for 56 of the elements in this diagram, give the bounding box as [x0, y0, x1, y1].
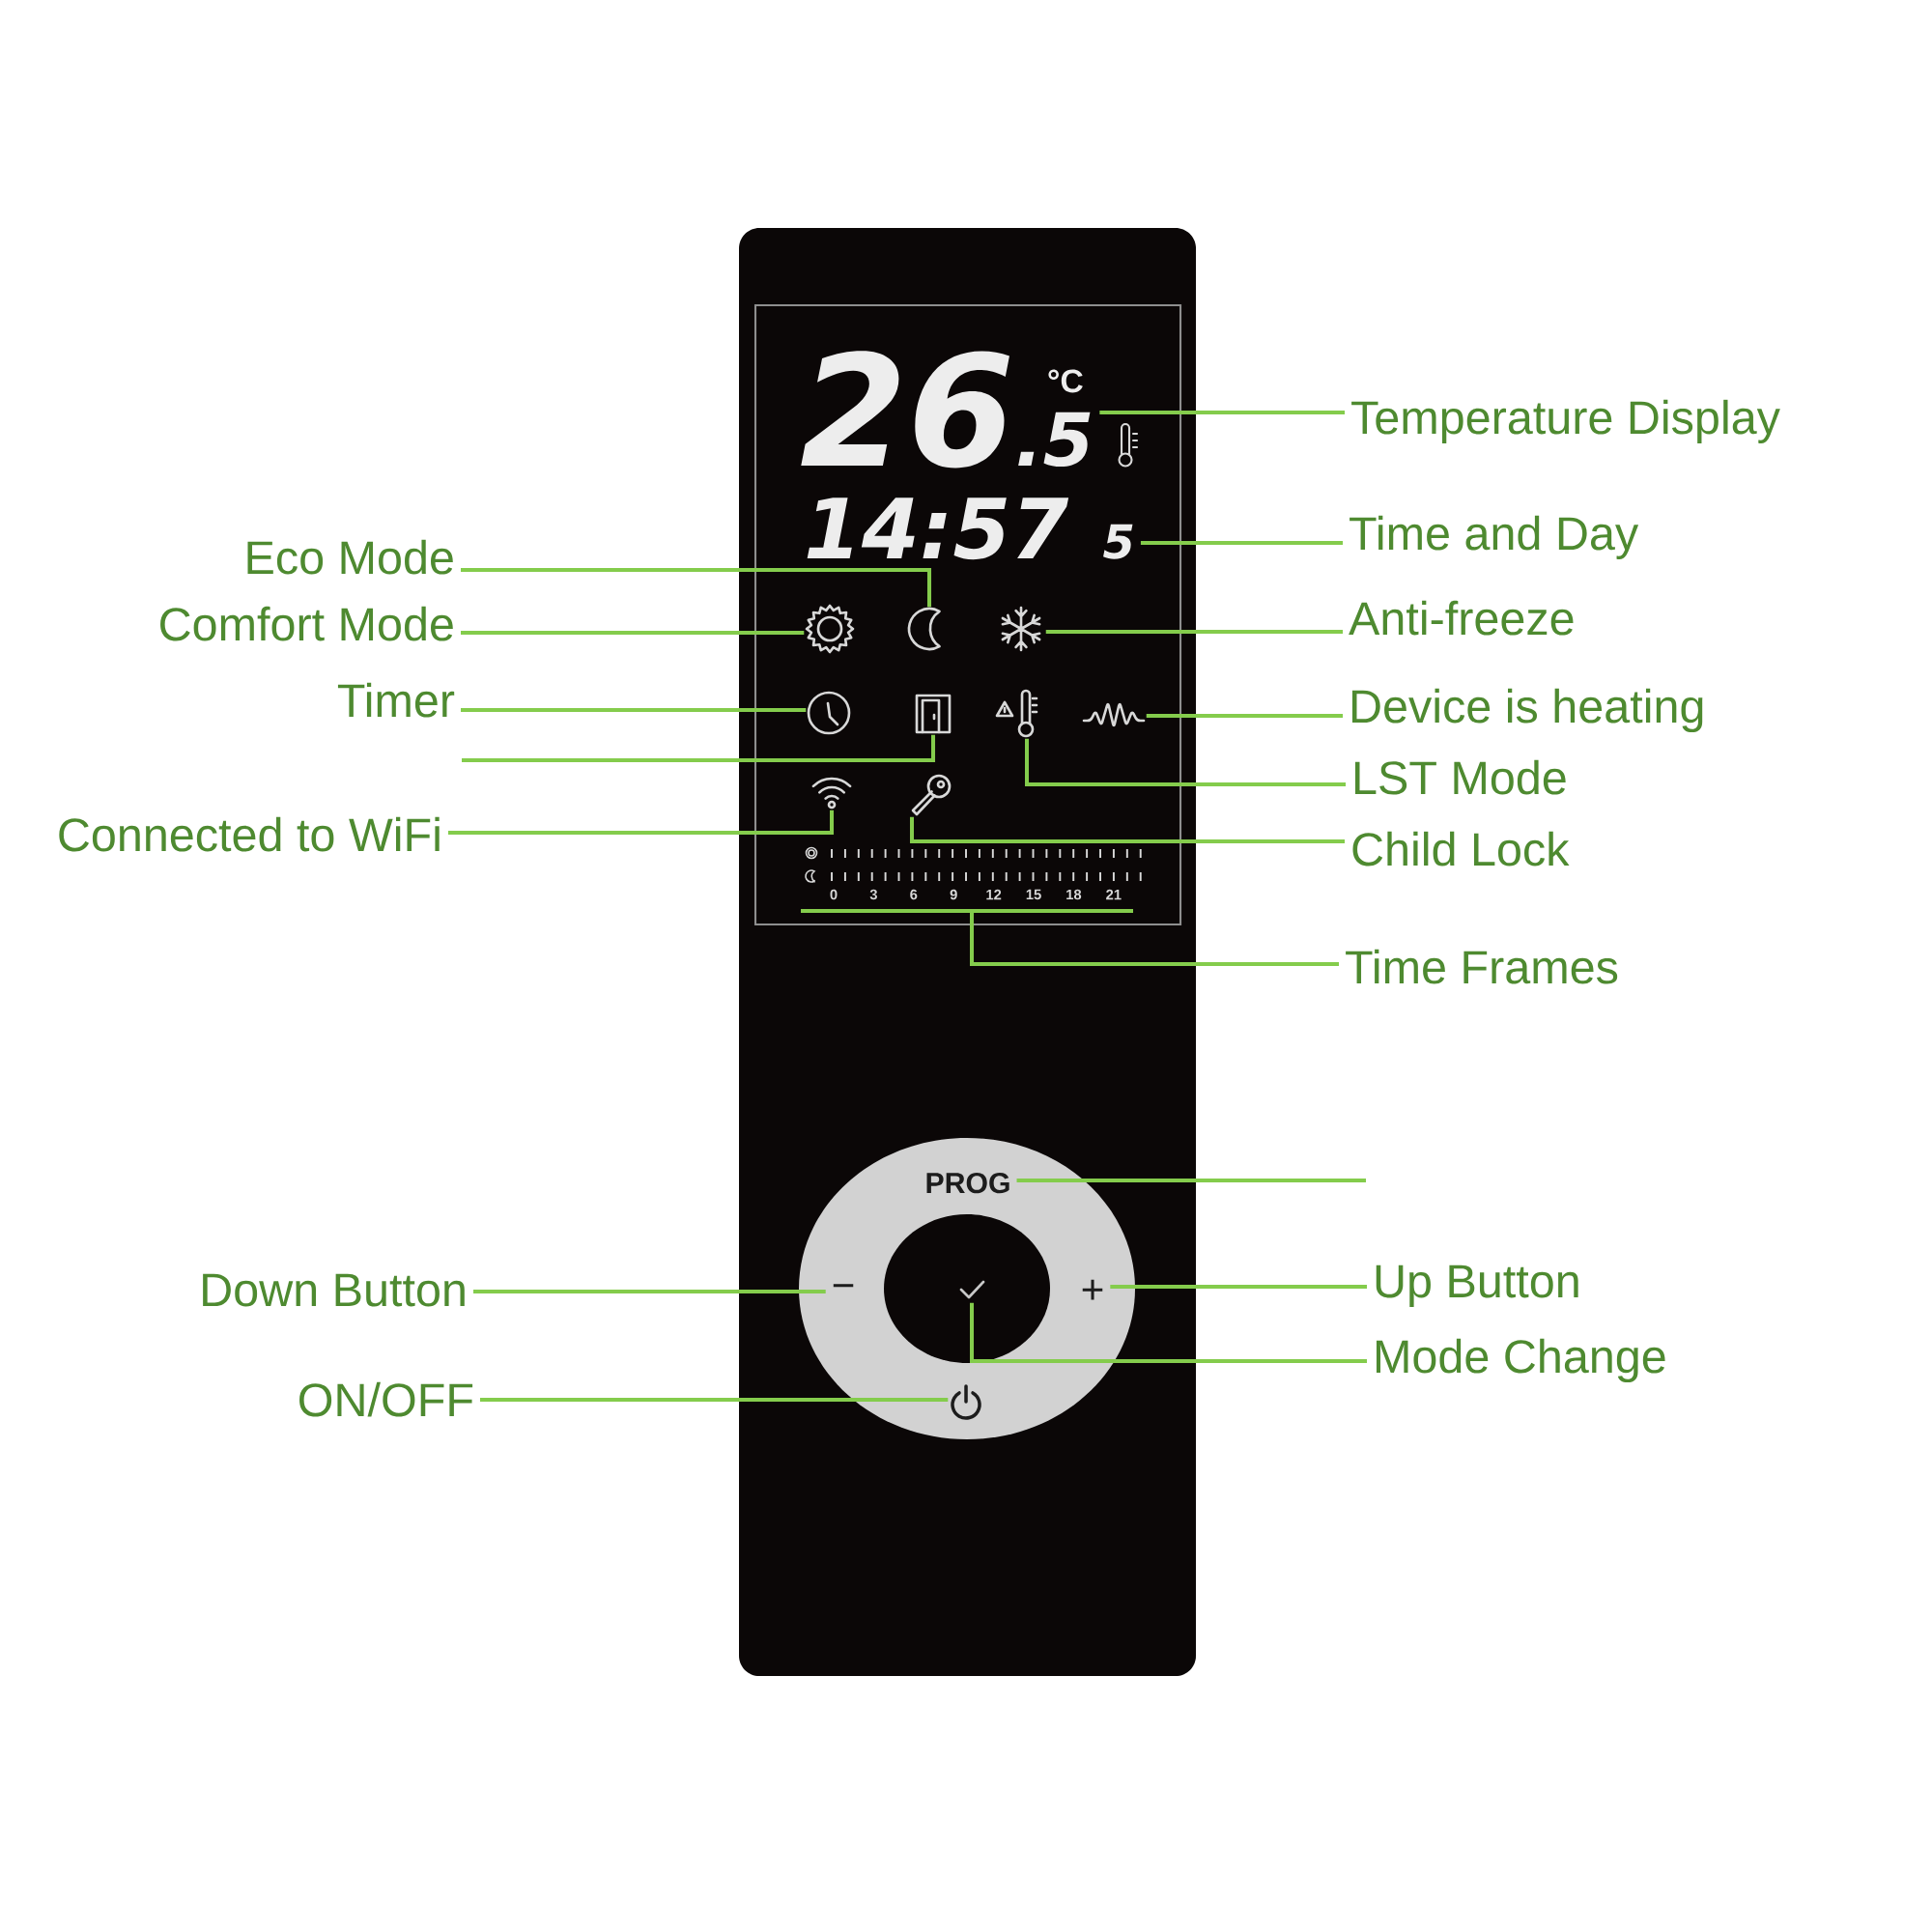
- leader-line: [473, 1290, 826, 1294]
- leader-line: [448, 810, 835, 836]
- thermometer-warning-icon: [995, 689, 1038, 738]
- time-readout: 14:57 5: [807, 497, 1133, 560]
- callout-label: Anti-freeze: [1349, 600, 1574, 636]
- callout-label: ON/OFF: [299, 1381, 473, 1417]
- timeline-scale: [805, 846, 1142, 883]
- button-label: PROG: [926, 1172, 1009, 1194]
- leader-line: [970, 911, 1339, 967]
- leader-line: [462, 734, 936, 763]
- leader-line: [970, 1302, 1367, 1364]
- callout-label: Time and Day: [1350, 515, 1639, 560]
- wifi-icon: [811, 777, 852, 810]
- door-icon: [915, 694, 952, 734]
- callout-label: Temperature Display: [1351, 399, 1780, 444]
- heating-wave-icon: [1082, 702, 1146, 727]
- callout-label: Device is heating: [1351, 688, 1703, 733]
- clock-icon: [807, 691, 851, 735]
- callout-label: Child Lock: [1352, 831, 1570, 867]
- key-icon: [911, 774, 952, 816]
- leader-line: [461, 708, 807, 712]
- leader-line: [1146, 714, 1343, 718]
- leader-line: [1110, 1285, 1367, 1290]
- leader-line: [1140, 541, 1343, 545]
- snowflake-icon: [1001, 606, 1041, 652]
- leader-line: [480, 1398, 949, 1403]
- leader-line: [461, 568, 932, 608]
- callout-label: LST Mode: [1354, 759, 1566, 795]
- callout-label: Comfort Mode: [160, 606, 453, 641]
- sun-icon: [805, 604, 855, 654]
- tick-label: 21: [1106, 889, 1122, 900]
- callout-label: Mode Change: [1376, 1338, 1665, 1383]
- power-icon: [951, 1384, 981, 1420]
- tick-label: 12: [986, 889, 1002, 900]
- leader-line: [461, 631, 805, 635]
- tick-label: 3: [869, 889, 877, 900]
- leader-line: [910, 816, 1345, 844]
- callout-label: Connected to WiFi: [59, 816, 440, 852]
- callout-label: Time Frames: [1346, 949, 1618, 984]
- tick-label: 6: [910, 889, 918, 900]
- callout-label: Down Button: [203, 1273, 465, 1307]
- tick-label: 15: [1026, 889, 1041, 900]
- leader-line: [1045, 630, 1343, 635]
- button-symbol: +: [1082, 1279, 1103, 1300]
- tick-label: 9: [950, 889, 957, 900]
- tick-label: 0: [830, 889, 838, 900]
- check-icon: [959, 1280, 985, 1299]
- leader-line: [1025, 738, 1346, 787]
- leader-line: [1016, 1179, 1367, 1183]
- callout-label: Timer: [337, 682, 455, 718]
- leader-line: [1099, 411, 1345, 414]
- moon-icon: [907, 607, 941, 651]
- callout-label: Eco Mode: [247, 539, 453, 575]
- tick-label: 18: [1066, 889, 1082, 900]
- callout-label: Up Button: [1376, 1264, 1578, 1308]
- button-symbol: −: [833, 1284, 854, 1288]
